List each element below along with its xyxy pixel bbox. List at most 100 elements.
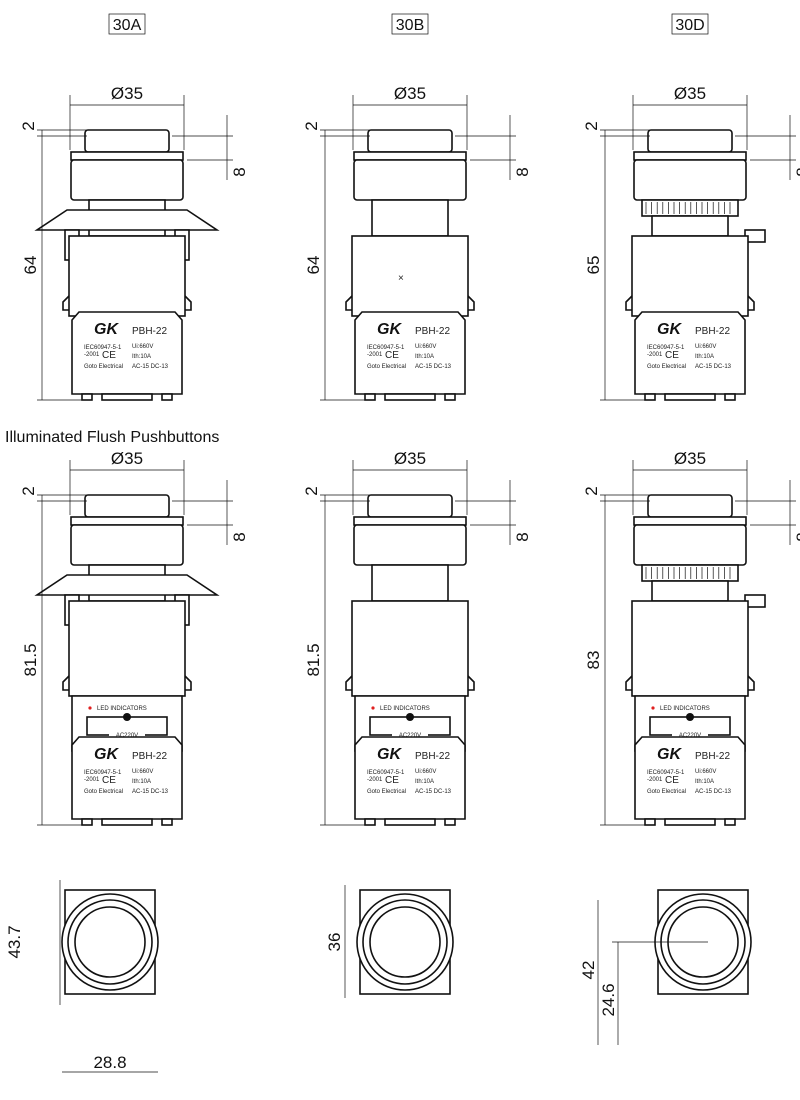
dimensions	[600, 460, 796, 826]
dimensions	[320, 95, 516, 401]
maker-label: Goto Electrical	[84, 789, 123, 795]
height-dim: 81.5	[304, 643, 323, 676]
led-dot	[651, 706, 655, 710]
dimensions	[320, 460, 516, 826]
model-tag-label: 30D	[675, 17, 704, 34]
model-label: PBH-22	[132, 326, 167, 337]
current-rating: Ith:10A	[132, 354, 151, 360]
diameter-dim: Ø35	[111, 84, 143, 103]
front-view-0	[61, 889, 159, 995]
row1-side-view-0	[34, 129, 220, 401]
height-dim: 36	[325, 933, 344, 952]
dimensions	[37, 460, 233, 826]
standard-year: -2001	[647, 352, 663, 358]
utilization-category: AC-15 DC-13	[415, 364, 452, 370]
current-rating: Ith:10A	[695, 779, 714, 785]
current-rating: Ith:10A	[415, 779, 434, 785]
utilization-category: AC-15 DC-13	[415, 789, 452, 795]
voltage-rating: Ui:660V	[415, 344, 436, 350]
nameplate	[354, 311, 466, 401]
cap-height-dim: 8	[513, 167, 532, 176]
standard-year: -2001	[84, 777, 100, 783]
maker-label: Goto Electrical	[647, 364, 686, 370]
led-voltage: AC220V	[116, 733, 138, 739]
standard-label: IEC60947-5-1	[367, 770, 405, 776]
led-voltage: AC220V	[399, 733, 421, 739]
voltage-rating: Ui:660V	[132, 344, 153, 350]
ce-mark: CE	[385, 350, 399, 361]
cap-height-dim: 8	[230, 532, 249, 541]
diameter-dim: Ø35	[674, 84, 706, 103]
row1-side-view-1	[345, 129, 475, 401]
gap-dim: 2	[302, 486, 321, 495]
model-tag-label: 30B	[396, 17, 424, 34]
ce-mark: CE	[665, 775, 679, 786]
led-title: LED INDICATORS	[660, 706, 710, 712]
gk-logo: GK	[377, 746, 402, 763]
ce-mark: CE	[102, 350, 116, 361]
diameter-dim: Ø35	[111, 449, 143, 468]
diameter-dim: Ø35	[394, 449, 426, 468]
led-dot	[88, 706, 92, 710]
maker-label: Goto Electrical	[84, 364, 123, 370]
led-title: LED INDICATORS	[97, 706, 147, 712]
standard-year: -2001	[367, 777, 383, 783]
voltage-rating: Ui:660V	[132, 769, 153, 775]
dimensions	[600, 95, 796, 401]
section-heading: Illuminated Flush Pushbuttons	[5, 429, 219, 446]
standard-label: IEC60947-5-1	[647, 345, 685, 351]
gk-logo: GK	[657, 321, 682, 338]
current-rating: Ith:10A	[695, 354, 714, 360]
utilization-category: AC-15 DC-13	[695, 364, 732, 370]
width-dim: 28.8	[93, 1053, 126, 1072]
current-rating: Ith:10A	[132, 779, 151, 785]
current-rating: Ith:10A	[415, 354, 434, 360]
led-dot	[371, 706, 375, 710]
model-label: PBH-22	[415, 751, 450, 762]
model-label: PBH-22	[695, 751, 730, 762]
offset-dim: 24.6	[599, 983, 618, 1016]
gap-dim: 2	[19, 121, 38, 130]
standard-label: IEC60947-5-1	[647, 770, 685, 776]
row2-side-view-0	[34, 494, 220, 826]
row2-side-view-1	[345, 494, 475, 826]
height-dim: 64	[21, 256, 40, 275]
model-tag-0	[108, 13, 146, 35]
model-label: PBH-22	[415, 326, 450, 337]
cap-height-dim: 8	[793, 167, 800, 176]
maker-label: Goto Electrical	[367, 364, 406, 370]
gap-dim: 2	[19, 486, 38, 495]
height-dim: 83	[584, 651, 603, 670]
row1-side-view-2	[625, 129, 766, 401]
nameplate	[354, 736, 466, 826]
front-view-dimensions	[59, 880, 708, 1073]
led-title: LED INDICATORS	[380, 706, 430, 712]
ce-mark: CE	[385, 775, 399, 786]
maker-label: Goto Electrical	[367, 789, 406, 795]
gap-dim: 2	[582, 486, 601, 495]
gk-logo: GK	[94, 746, 119, 763]
model-tag-1	[391, 13, 429, 35]
model-tag-label: 30A	[113, 17, 142, 34]
voltage-rating: Ui:660V	[415, 769, 436, 775]
standard-year: -2001	[84, 352, 100, 358]
cap-height-dim: 8	[513, 532, 532, 541]
utilization-category: AC-15 DC-13	[132, 364, 169, 370]
nameplate	[71, 311, 183, 401]
standard-label: IEC60947-5-1	[367, 345, 405, 351]
ce-mark: CE	[665, 350, 679, 361]
standard-label: IEC60947-5-1	[84, 345, 122, 351]
nameplate	[634, 736, 746, 826]
cap-height-dim: 8	[793, 532, 800, 541]
gk-logo: GK	[94, 321, 119, 338]
ce-mark: CE	[102, 775, 116, 786]
height-dim: 65	[584, 256, 603, 275]
height-dim: 81.5	[21, 643, 40, 676]
front-view-1	[356, 889, 454, 995]
standard-label: IEC60947-5-1	[84, 770, 122, 776]
center-mark: ×	[398, 273, 404, 284]
height-dim: 42	[579, 961, 598, 980]
dimensions	[37, 95, 233, 401]
standard-year: -2001	[647, 777, 663, 783]
